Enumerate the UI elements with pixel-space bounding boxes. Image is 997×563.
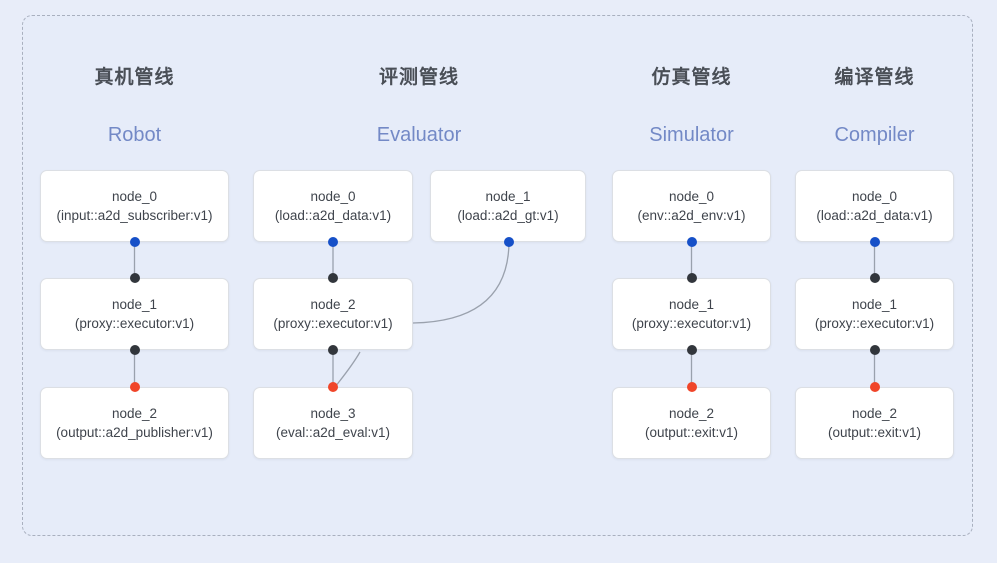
port-input-simulator-2[interactable] [686,382,697,392]
column-title-en-evaluator: Evaluator [376,124,462,146]
column-title-cn-robot: 真机管线 [94,67,175,88]
port-output-evaluator-0[interactable] [328,237,338,247]
column-title-cn-compiler: 编译管线 [834,67,915,88]
node-robot-1[interactable]: node_1 (proxy::executor:v1) [40,278,229,350]
node-id: node_1 [668,297,715,312]
node-spec: (load::a2d_data:v1) [274,208,392,223]
node-spec: (env::a2d_env:v1) [637,208,746,223]
node-id: node_0 [111,189,158,204]
node-id: node_1 [851,297,898,312]
node-id: node_0 [668,189,715,204]
node-spec: (eval::a2d_eval:v1) [275,425,391,440]
column-title-cn-simulator: 仿真管线 [651,67,732,88]
node-robot-2[interactable]: node_2 (output::a2d_publisher:v1) [40,387,229,459]
node-spec: (proxy::executor:v1) [631,316,752,331]
node-spec: (load::a2d_data:v1) [816,208,933,223]
node-compiler-2[interactable]: node_2 (output::exit:v1) [795,387,954,459]
node-compiler-0[interactable]: node_0 (load::a2d_data:v1) [795,170,954,242]
port-output-evaluator-2[interactable] [328,345,338,355]
port-input-robot-2[interactable] [129,382,140,392]
node-spec: (input::a2d_subscriber:v1) [56,208,213,223]
port-input-evaluator-3[interactable] [328,382,338,392]
port-output-compiler-0[interactable] [869,237,880,247]
port-input-evaluator-2[interactable] [328,273,338,283]
node-spec: (proxy::executor:v1) [273,316,393,331]
node-spec: (output::a2d_publisher:v1) [56,425,213,440]
column-title-en-compiler: Compiler [834,124,915,146]
node-simulator-0[interactable]: node_0 (env::a2d_env:v1) [612,170,771,242]
node-robot-0[interactable]: node_0 (input::a2d_subscriber:v1) [40,170,229,242]
port-input-robot-1[interactable] [129,273,140,283]
port-input-compiler-1[interactable] [869,273,880,283]
column-title-en-simulator: Simulator [649,124,734,146]
node-simulator-2[interactable]: node_2 (output::exit:v1) [612,387,771,459]
node-id: node_1 [485,189,531,204]
node-id: node_2 [851,406,898,421]
node-evaluator-0[interactable]: node_0 (load::a2d_data:v1) [253,170,413,242]
node-id: node_0 [851,189,898,204]
node-id: node_2 [310,297,356,312]
node-evaluator-3[interactable]: node_3 (eval::a2d_eval:v1) [253,387,413,459]
port-output-robot-1[interactable] [129,345,140,355]
port-output-robot-0[interactable] [129,237,140,247]
node-id: node_2 [668,406,715,421]
node-id: node_0 [310,189,356,204]
port-input-compiler-2[interactable] [869,382,880,392]
node-id: node_2 [111,406,158,421]
node-compiler-1[interactable]: node_1 (proxy::executor:v1) [795,278,954,350]
column-title-cn-evaluator: 评测管线 [378,67,459,88]
node-spec: (output::exit:v1) [644,425,739,440]
port-output-simulator-0[interactable] [686,237,697,247]
node-id: node_3 [310,406,356,421]
node-id: node_1 [111,297,158,312]
node-spec: (proxy::executor:v1) [74,316,195,331]
port-output-compiler-1[interactable] [869,345,880,355]
node-spec: (proxy::executor:v1) [814,316,935,331]
port-output-evaluator-gt[interactable] [504,237,514,247]
node-spec: (output::exit:v1) [827,425,922,440]
node-evaluator-gt[interactable]: node_1 (load::a2d_gt:v1) [430,170,586,242]
node-simulator-1[interactable]: node_1 (proxy::executor:v1) [612,278,771,350]
port-output-simulator-1[interactable] [686,345,697,355]
node-evaluator-2[interactable]: node_2 (proxy::executor:v1) [253,278,413,350]
column-title-en-robot: Robot [107,124,162,146]
node-spec: (load::a2d_gt:v1) [457,208,559,223]
port-input-simulator-1[interactable] [686,273,697,283]
